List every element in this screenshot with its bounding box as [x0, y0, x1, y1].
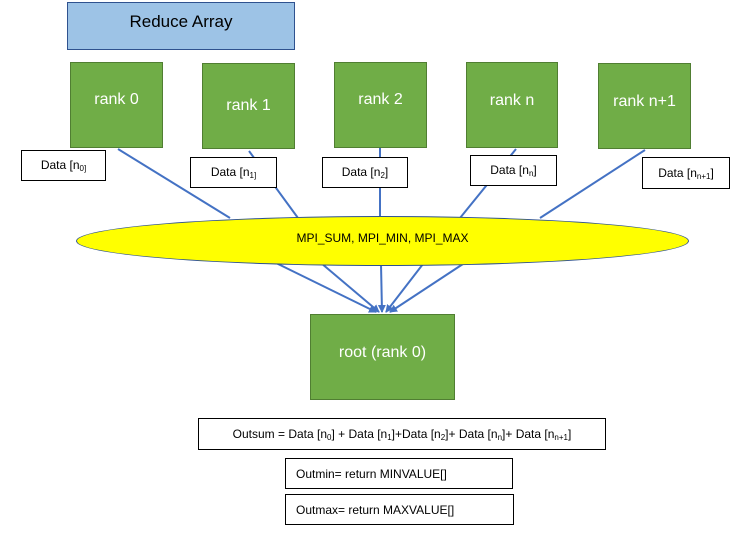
data-label-rank-0: Data [n0]	[21, 150, 106, 181]
data-label-text: Data [n2]	[341, 165, 389, 180]
data-label-text: Data [nn]	[490, 163, 537, 178]
root-node: root (rank 0)	[310, 314, 455, 400]
data-label-rank-n: Data [nn]	[470, 155, 557, 186]
outmax-formula: Outmax= return MAXVALUE[]	[285, 494, 514, 525]
data-label-rank-1: Data [n1]	[190, 157, 277, 188]
arrow-to-root-1	[273, 261, 377, 313]
rank-node-0: rank 0	[70, 62, 163, 148]
rank-label: rank n+1	[613, 93, 676, 110]
rank-label: rank 1	[226, 97, 271, 114]
rank-node-2: rank 2	[334, 62, 427, 148]
data-label-text: Data [n1]	[210, 165, 257, 180]
arrow-to-root-3	[377, 263, 386, 313]
data-label-text: Data [nn+1]	[658, 165, 714, 181]
reduce-operation-ellipse: MPI_SUM, MPI_MIN, MPI_MAX	[76, 216, 689, 266]
root-label: root (rank 0)	[338, 344, 427, 361]
connector-rank-n-plus-1	[539, 149, 646, 219]
outmin-text: Outmin= return MINVALUE[]	[296, 466, 447, 481]
outsum-text: Outsum = Data [n0] + Data [n1]+Data [n2]…	[232, 426, 572, 442]
outmax-text: Outmax= return MAXVALUE[]	[296, 502, 455, 517]
diagram-title: Reduce Array	[67, 2, 295, 50]
outsum-formula: Outsum = Data [n0] + Data [n1]+Data [n2]…	[198, 418, 606, 450]
rank-label: rank 2	[358, 91, 403, 108]
rank-label: rank 0	[94, 91, 139, 108]
outmin-formula: Outmin= return MINVALUE[]	[285, 458, 513, 489]
rank-node-n: rank n	[466, 62, 558, 148]
arrow-to-root-2	[320, 262, 380, 313]
data-label-rank-2: Data [n2]	[322, 157, 408, 188]
connector-rank-0	[117, 148, 231, 219]
rank-label: rank n	[489, 92, 535, 109]
rank-node-n-plus-1: rank n+1	[598, 63, 691, 149]
diagram-title-text: Reduce Array	[129, 12, 233, 31]
arrow-to-root-4	[385, 263, 424, 313]
arrow-to-root-5	[389, 261, 467, 313]
data-label-rank-n-plus-1: Data [nn+1]	[642, 157, 730, 189]
operation-label: MPI_SUM, MPI_MIN, MPI_MAX	[296, 231, 469, 245]
data-label-text: Data [n0]	[40, 158, 87, 173]
rank-node-1: rank 1	[202, 63, 295, 149]
